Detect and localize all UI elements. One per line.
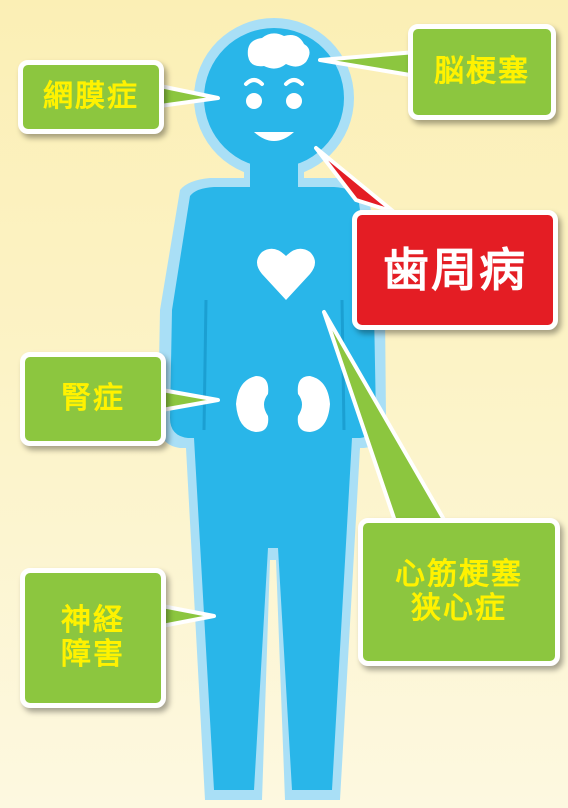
label-nephropathy-text: 腎症 [61, 380, 125, 416]
brain-icon [247, 33, 310, 69]
label-cerebral-infarction: 脳梗塞 [408, 24, 556, 120]
label-neuropathy-line1: 神経 [61, 602, 125, 638]
face [244, 78, 304, 141]
heart-icon [257, 248, 315, 300]
label-cerebral-infarction-text: 脳梗塞 [434, 53, 530, 89]
label-retinopathy: 網膜症 [18, 60, 164, 134]
label-periodontal-disease: 歯周病 [352, 210, 558, 330]
mouth [254, 132, 294, 141]
label-heart-disease-line1: 心筋梗塞 [395, 556, 523, 592]
label-neuropathy: 神経 障害 [20, 568, 166, 708]
label-neuropathy-line2: 障害 [61, 637, 125, 672]
label-retinopathy-text: 網膜症 [43, 78, 139, 114]
label-periodontal-disease-text: 歯周病 [383, 242, 527, 297]
kidney-icon [236, 376, 330, 432]
label-heart-disease-line2: 狭心症 [411, 591, 507, 626]
label-heart-disease: 心筋梗塞 狭心症 [358, 518, 560, 666]
label-nephropathy: 腎症 [20, 352, 166, 446]
body-silhouette [170, 28, 376, 790]
